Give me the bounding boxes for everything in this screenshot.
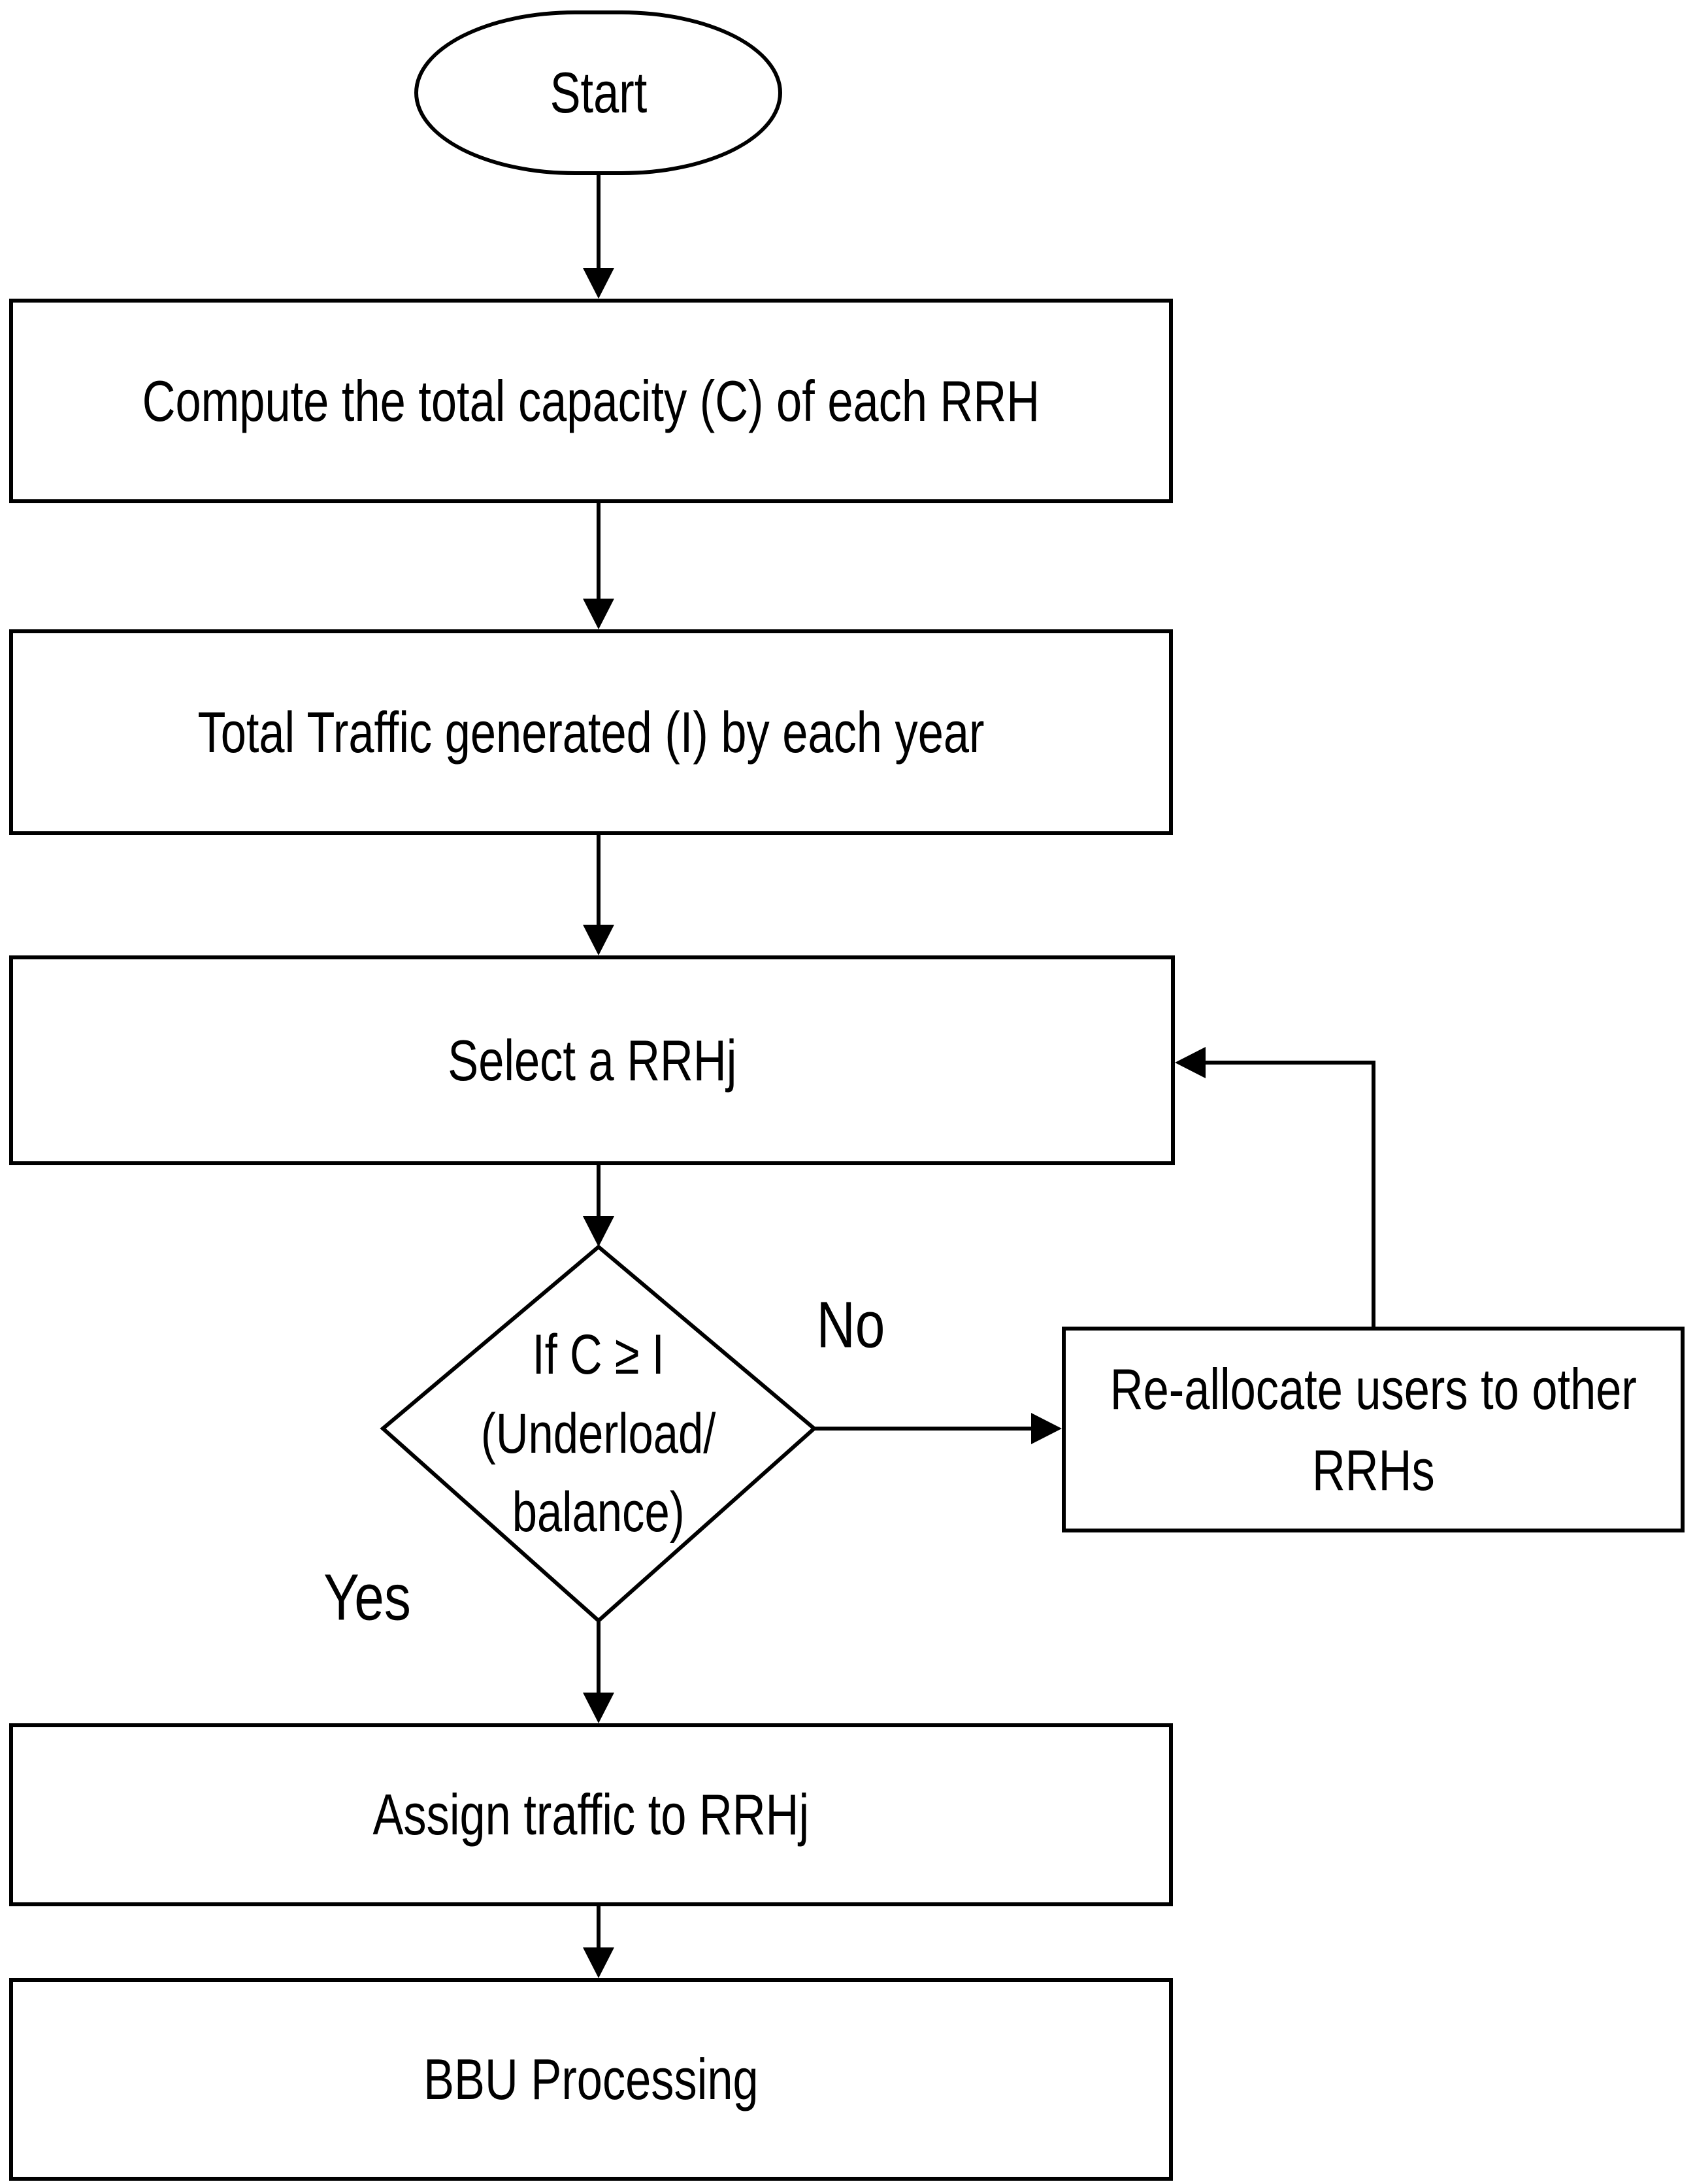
edge-label-no-text: No <box>816 1288 885 1362</box>
arrowhead-down-icon <box>583 599 614 629</box>
decision-line-3: balance) <box>512 1481 685 1544</box>
connector-no-branch <box>814 1413 1062 1444</box>
decision-line-2: (Underload/ <box>481 1402 716 1465</box>
arrowhead-left-icon <box>1175 1047 1206 1078</box>
arrowhead-down-icon <box>583 268 614 299</box>
reallocate-line-1: Re-allocate users to other <box>1110 1357 1637 1422</box>
connector-assign-to-bbu <box>583 1906 614 1978</box>
node-start-label: Start <box>550 60 647 125</box>
connector-start-to-compute <box>583 175 614 299</box>
node-select-rrh-label: Select a RRHj <box>447 1027 737 1093</box>
connector-line <box>1205 1061 1375 1327</box>
node-reallocate-users: Re-allocate users to other RRHs <box>1062 1327 1685 1532</box>
node-compute-capacity: Compute the total capacity (C) of each R… <box>9 299 1173 503</box>
node-start: Start <box>414 10 782 175</box>
arrowhead-down-icon <box>583 1947 614 1978</box>
node-compute-capacity-label: Compute the total capacity (C) of each R… <box>142 368 1040 433</box>
arrowhead-down-icon <box>583 1216 614 1247</box>
connector-yes-branch <box>583 1621 614 1723</box>
connector-compute-to-traffic <box>583 503 614 629</box>
node-total-traffic-label: Total Traffic generated (I) by each year <box>197 699 985 765</box>
arrowhead-right-icon <box>1031 1413 1062 1444</box>
node-decision-capacity-check: If C ≥ I (Underload/ balance) <box>383 1247 814 1621</box>
node-reallocate-users-text: Re-allocate users to other RRHs <box>1110 1349 1636 1510</box>
arrowhead-down-icon <box>583 925 614 955</box>
node-assign-traffic-label: Assign traffic to RRHj <box>372 1782 810 1847</box>
node-decision-text: If C ≥ I (Underload/ balance) <box>481 1315 716 1551</box>
node-assign-traffic: Assign traffic to RRHj <box>9 1723 1173 1906</box>
node-bbu-processing: BBU Processing <box>9 1978 1173 2181</box>
node-total-traffic: Total Traffic generated (I) by each year <box>9 629 1173 835</box>
edge-label-yes: Yes <box>314 1561 420 1636</box>
edge-label-no: No <box>809 1288 893 1363</box>
edge-label-yes-text: Yes <box>323 1561 411 1634</box>
decision-line-1: If C ≥ I <box>532 1323 665 1387</box>
node-bbu-processing-label: BBU Processing <box>423 2047 759 2112</box>
connector-select-to-decision <box>583 1165 614 1247</box>
connector-traffic-to-select <box>583 835 614 955</box>
arrowhead-down-icon <box>583 1693 614 1723</box>
node-select-rrh: Select a RRHj <box>9 955 1175 1165</box>
connector-feedback-loop <box>1175 1047 1375 1327</box>
reallocate-line-2: RRHs <box>1311 1437 1435 1502</box>
